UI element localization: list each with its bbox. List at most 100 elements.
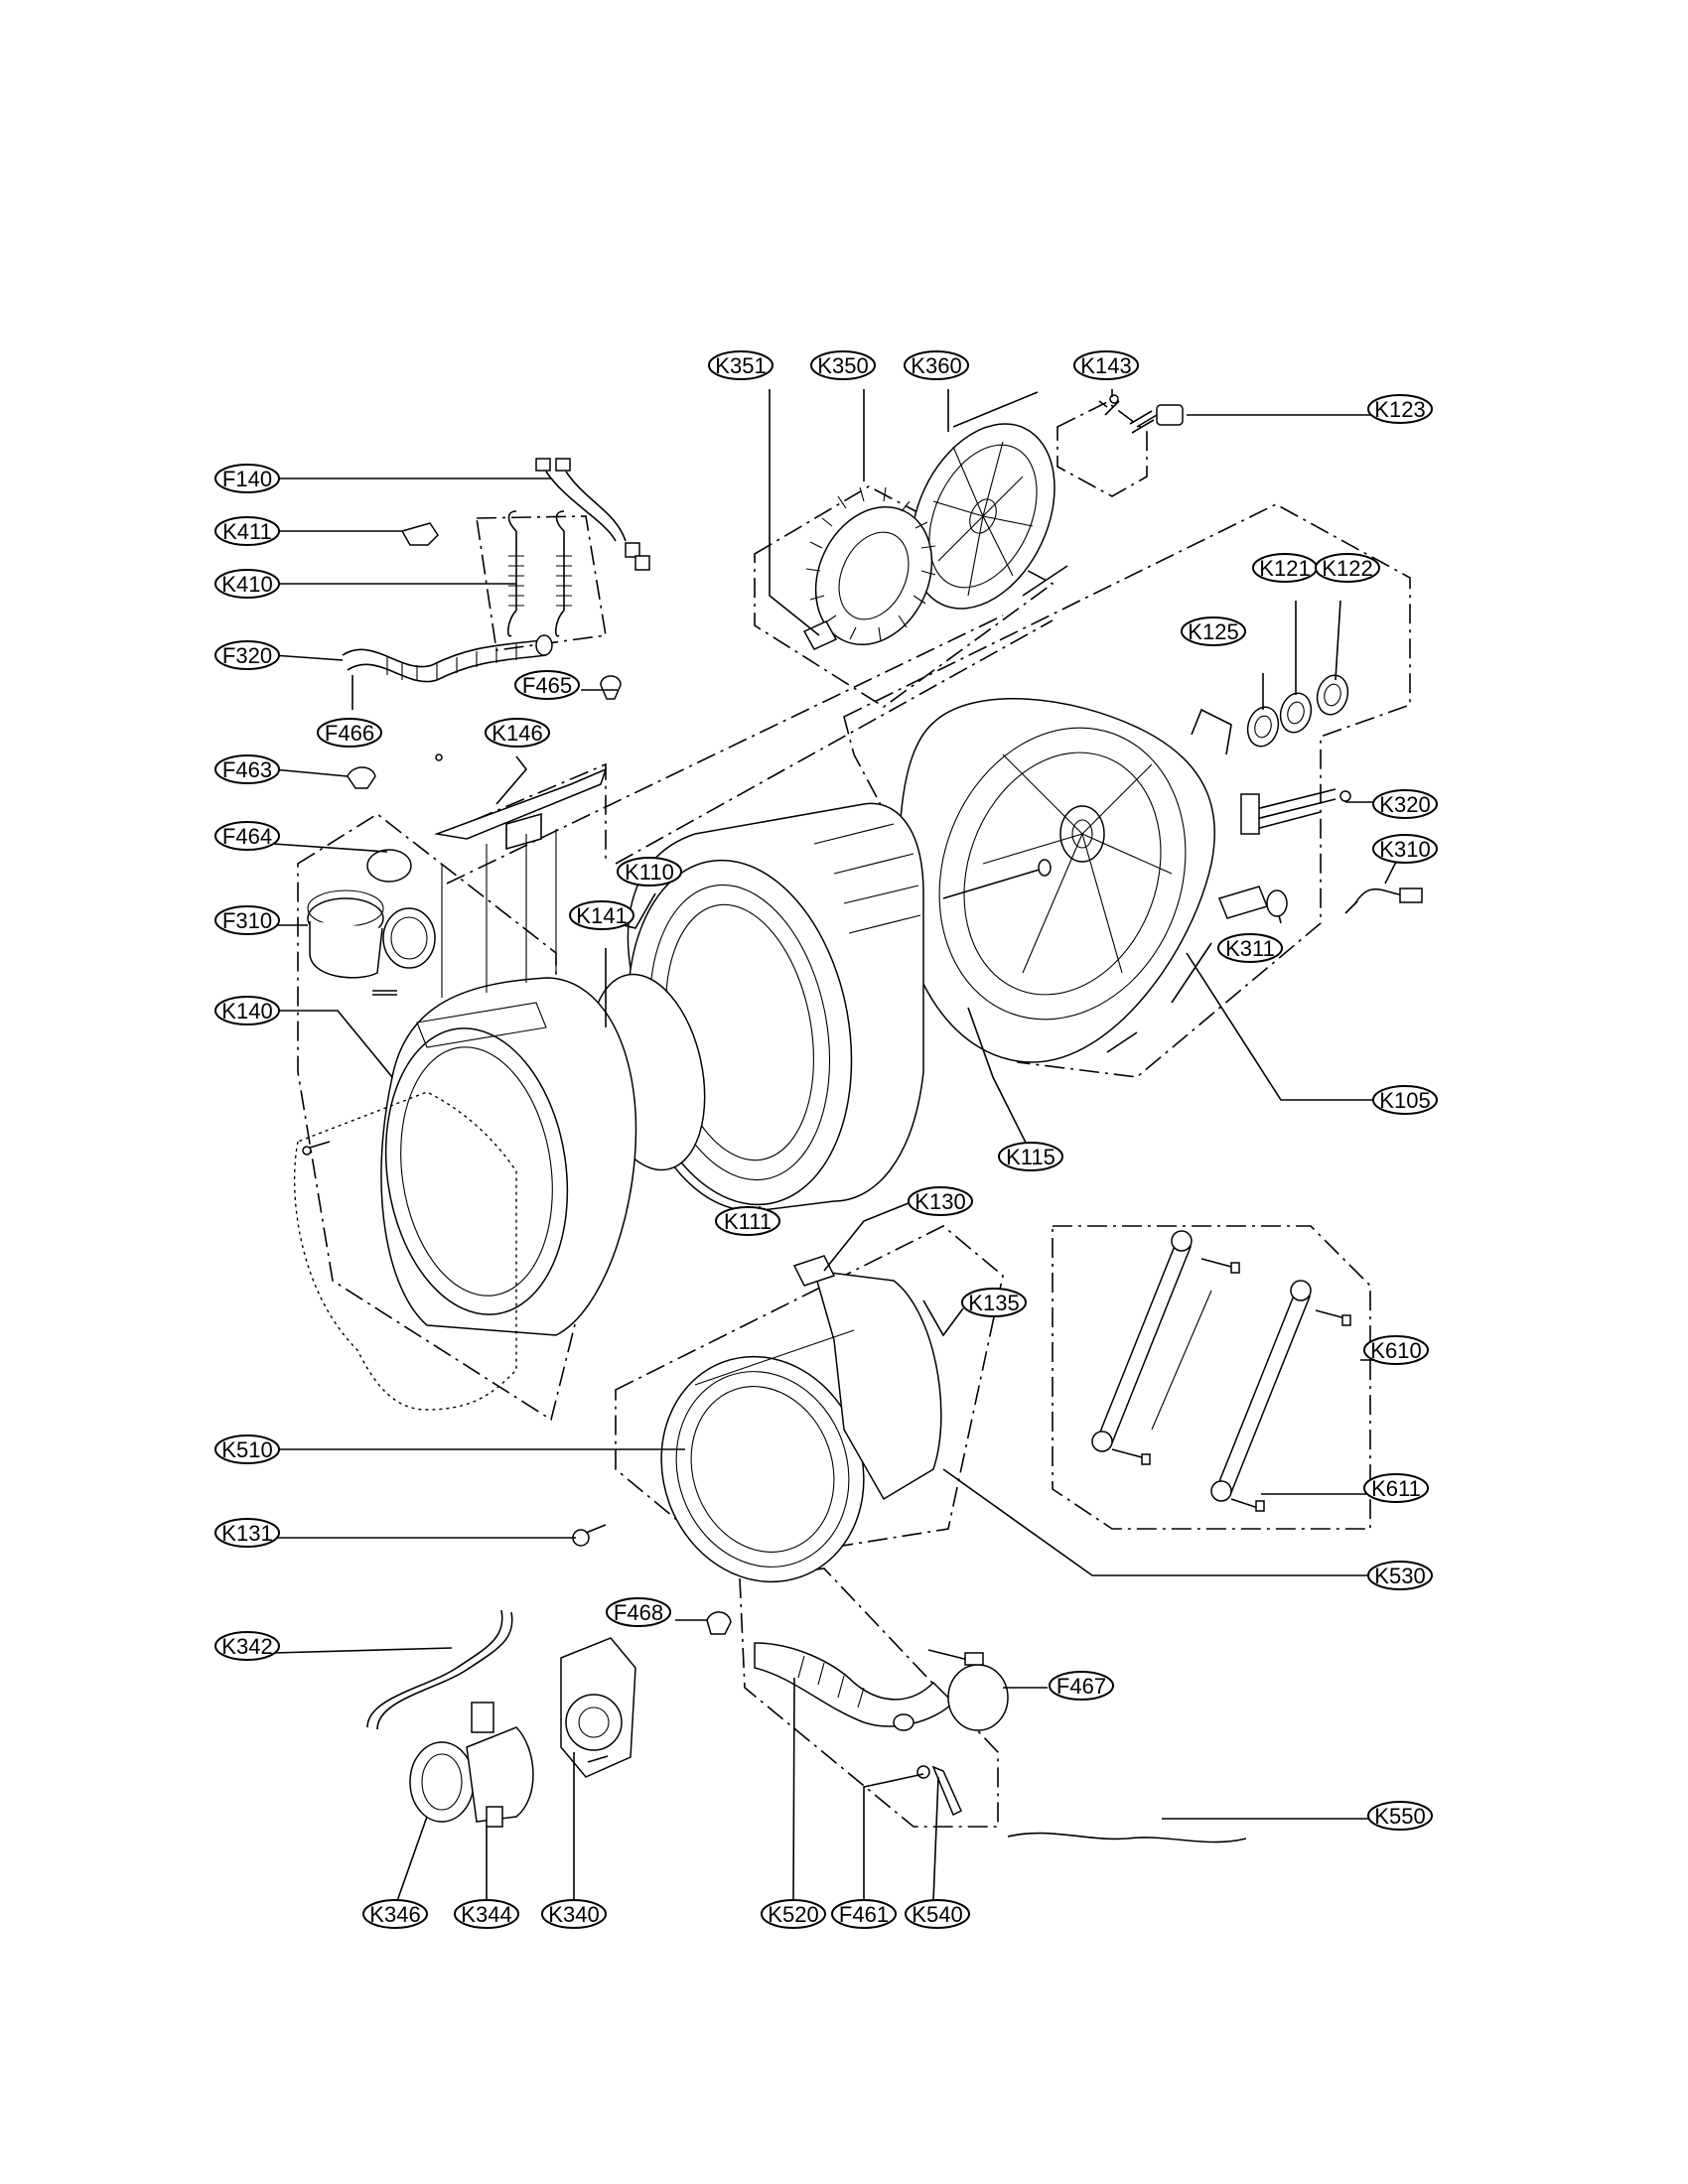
svg-text:K350: K350 bbox=[817, 353, 868, 378]
svg-text:K520: K520 bbox=[768, 1902, 818, 1927]
label-k141: K141 bbox=[569, 900, 634, 930]
label-k411: K411 bbox=[214, 516, 280, 546]
label-k130: K130 bbox=[908, 1186, 973, 1216]
sensor-part bbox=[1217, 886, 1423, 919]
svg-text:K344: K344 bbox=[461, 1902, 511, 1927]
svg-text:K140: K140 bbox=[221, 999, 272, 1024]
svg-text:K146: K146 bbox=[492, 721, 542, 746]
label-f310: F310 bbox=[214, 905, 280, 935]
svg-text:K110: K110 bbox=[625, 860, 674, 885]
callout-labels: K351 K350 K360 K143 K123 F140 K411 K410 … bbox=[214, 350, 1438, 1929]
label-k131: K131 bbox=[214, 1518, 280, 1548]
wire-harness-part bbox=[535, 458, 650, 571]
label-k310: K310 bbox=[1372, 834, 1438, 864]
svg-text:F467: F467 bbox=[1056, 1674, 1106, 1699]
svg-text:K310: K310 bbox=[1379, 837, 1430, 862]
clamp-ring-f467-part bbox=[927, 1649, 1009, 1731]
label-k410: K410 bbox=[214, 569, 280, 599]
svg-text:K320: K320 bbox=[1379, 792, 1430, 817]
svg-text:K411: K411 bbox=[222, 519, 272, 544]
svg-text:F466: F466 bbox=[325, 721, 374, 746]
svg-text:K410: K410 bbox=[221, 572, 272, 597]
bearings-part bbox=[1246, 674, 1349, 748]
door-outline bbox=[293, 1091, 517, 1411]
clamp-f465-part bbox=[600, 675, 622, 700]
label-k350: K350 bbox=[810, 350, 876, 380]
svg-text:K311: K311 bbox=[1225, 936, 1275, 961]
hose-k342-part bbox=[366, 1609, 503, 1728]
svg-text:F140: F140 bbox=[222, 467, 272, 491]
svg-text:K351: K351 bbox=[715, 353, 766, 378]
front-tub-part bbox=[302, 977, 637, 1336]
label-k360: K360 bbox=[904, 350, 969, 380]
drain-hose-part bbox=[754, 1642, 955, 1731]
label-k135: K135 bbox=[961, 1288, 1027, 1317]
label-k110: K110 bbox=[617, 857, 682, 887]
dispenser-bellows-part bbox=[307, 889, 436, 996]
svg-text:F463: F463 bbox=[222, 757, 272, 782]
svg-text:K115: K115 bbox=[1006, 1145, 1055, 1169]
svg-text:F468: F468 bbox=[614, 1600, 663, 1625]
label-k351: K351 bbox=[708, 350, 774, 380]
label-k520: K520 bbox=[761, 1899, 826, 1929]
svg-text:K346: K346 bbox=[369, 1902, 420, 1927]
svg-text:K135: K135 bbox=[968, 1291, 1019, 1315]
label-k125: K125 bbox=[1181, 616, 1246, 646]
shock-absorbers-part bbox=[1091, 1230, 1351, 1512]
label-f466: F466 bbox=[317, 718, 382, 748]
svg-text:K122: K122 bbox=[1322, 556, 1372, 581]
svg-text:K123: K123 bbox=[1374, 397, 1425, 422]
door-collar-part bbox=[660, 1255, 942, 1583]
pump-motor-part bbox=[560, 1637, 636, 1778]
label-k344: K344 bbox=[454, 1899, 519, 1929]
shield-part bbox=[434, 767, 608, 840]
label-k122: K122 bbox=[1315, 553, 1380, 583]
svg-text:K141: K141 bbox=[576, 903, 627, 928]
label-f465: F465 bbox=[514, 670, 580, 700]
svg-text:K510: K510 bbox=[221, 1437, 272, 1462]
parts-artwork bbox=[293, 391, 1423, 1843]
label-k123: K123 bbox=[1367, 394, 1433, 424]
label-k550: K550 bbox=[1367, 1801, 1433, 1831]
tub-back-part bbox=[898, 698, 1232, 1063]
svg-text:K111: K111 bbox=[724, 1209, 772, 1234]
label-k140: K140 bbox=[214, 996, 280, 1025]
label-k611: K611 bbox=[1363, 1473, 1429, 1503]
leader-lines bbox=[272, 389, 1401, 1902]
label-f464: F464 bbox=[214, 821, 280, 851]
svg-text:K360: K360 bbox=[911, 353, 961, 378]
clamp-f468-part bbox=[706, 1611, 732, 1635]
stator-part bbox=[805, 486, 936, 646]
label-k340: K340 bbox=[541, 1899, 607, 1929]
label-k146: K146 bbox=[485, 718, 550, 748]
label-f320: F320 bbox=[214, 640, 280, 670]
svg-text:K550: K550 bbox=[1374, 1804, 1425, 1829]
label-k346: K346 bbox=[362, 1899, 428, 1929]
sensor-k540-part bbox=[916, 1765, 962, 1817]
svg-text:K340: K340 bbox=[548, 1902, 599, 1927]
springs-part bbox=[476, 510, 607, 651]
label-f461: F461 bbox=[831, 1899, 897, 1929]
bolts-part bbox=[1098, 394, 1184, 434]
label-k311: K311 bbox=[1217, 933, 1283, 963]
svg-text:K131: K131 bbox=[221, 1521, 272, 1546]
label-f463: F463 bbox=[214, 754, 280, 784]
clamp-part bbox=[366, 849, 412, 883]
label-k342: K342 bbox=[214, 1631, 280, 1661]
drain-pump-part bbox=[409, 1702, 534, 1828]
label-k115: K115 bbox=[998, 1142, 1063, 1171]
label-f140: F140 bbox=[214, 464, 280, 493]
label-k121: K121 bbox=[1252, 553, 1318, 583]
heater-part bbox=[1240, 788, 1351, 835]
bolt-k131-part bbox=[572, 1524, 607, 1547]
label-k530: K530 bbox=[1367, 1561, 1433, 1590]
label-k540: K540 bbox=[905, 1899, 970, 1929]
label-f467: F467 bbox=[1049, 1671, 1114, 1701]
svg-text:K121: K121 bbox=[1259, 556, 1310, 581]
wire-k550-part bbox=[1007, 1832, 1247, 1843]
svg-text:F464: F464 bbox=[222, 824, 272, 849]
svg-text:K105: K105 bbox=[1379, 1088, 1430, 1113]
label-k111: K111 bbox=[715, 1206, 780, 1236]
svg-text:K125: K125 bbox=[1188, 619, 1238, 644]
